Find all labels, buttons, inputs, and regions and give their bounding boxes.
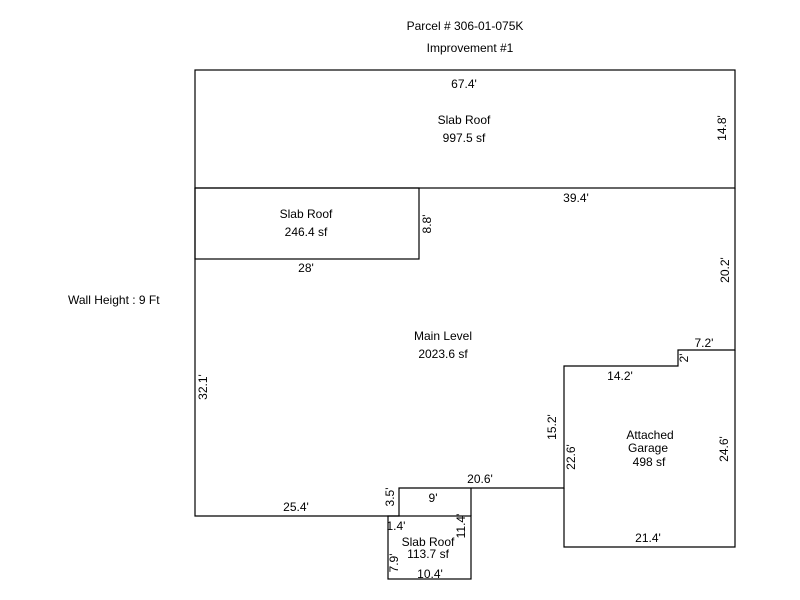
slab-roof-bottom-area: 113.7 sf (407, 547, 449, 561)
dim-bottom-mid-width: 20.6' (467, 472, 493, 486)
slab-roof-top-area: 997.5 sf (443, 131, 486, 145)
dim-slab-bottom-left-height: 7.9' (387, 554, 401, 573)
dim-left-box-height: 8.8' (420, 215, 434, 234)
dim-step-width: 7.2' (695, 336, 714, 350)
slab-roof-top-name: Slab Roof (438, 113, 491, 127)
slab-roof-bottom-outline (387, 515, 472, 580)
garage-name-line1: Attached (626, 428, 673, 442)
parcel-number: Parcel # 306-01-075K (407, 19, 524, 33)
dim-bottom-left-width: 25.4' (283, 500, 309, 514)
main-level-outline (194, 188, 736, 517)
main-level-name: Main Level (414, 329, 472, 343)
garage-name-line2: Garage (628, 441, 668, 455)
dim-slab-bottom-width: 10.4' (417, 567, 443, 581)
dim-notch-width: 9' (429, 491, 438, 505)
improvement-label: Improvement #1 (427, 41, 514, 55)
dim-garage-right-height: 24.6' (717, 436, 731, 462)
dim-step-height: 2' (677, 354, 691, 363)
dim-mid-width: 39.4' (563, 191, 589, 205)
dim-slab-bottom-offset: 1.4' (387, 519, 406, 533)
dim-slab-bottom-right-height: 11.4' (454, 514, 468, 539)
dim-notch-height: 15.2' (545, 414, 559, 440)
main-level-area: 2023.6 sf (418, 347, 468, 361)
slab-roof-bottom-name: Slab Roof (402, 535, 455, 549)
dim-garage-left-height: 22.6' (564, 444, 578, 470)
dim-garage-top-width: 14.2' (607, 369, 633, 383)
slab-roof-left-outline (194, 187, 420, 260)
garage-outline (563, 350, 736, 548)
dim-top-width: 67.4' (451, 77, 477, 91)
garage-area: 498 sf (633, 455, 666, 469)
dim-right-height: 20.2' (718, 257, 732, 283)
slab-roof-left-area: 246.4 sf (285, 225, 328, 239)
slab-roof-top-outline (194, 69, 736, 189)
dim-left-box-width: 28' (298, 261, 314, 275)
slab-roof-left-name: Slab Roof (280, 207, 333, 221)
dim-notch-left-height: 3.5' (383, 488, 397, 507)
dim-garage-bottom-width: 21.4' (635, 531, 661, 545)
wall-height-label: Wall Height : 9 Ft (68, 293, 160, 307)
dim-left-height: 32.1' (196, 374, 210, 400)
dim-top-right-height: 14.8' (715, 115, 729, 141)
